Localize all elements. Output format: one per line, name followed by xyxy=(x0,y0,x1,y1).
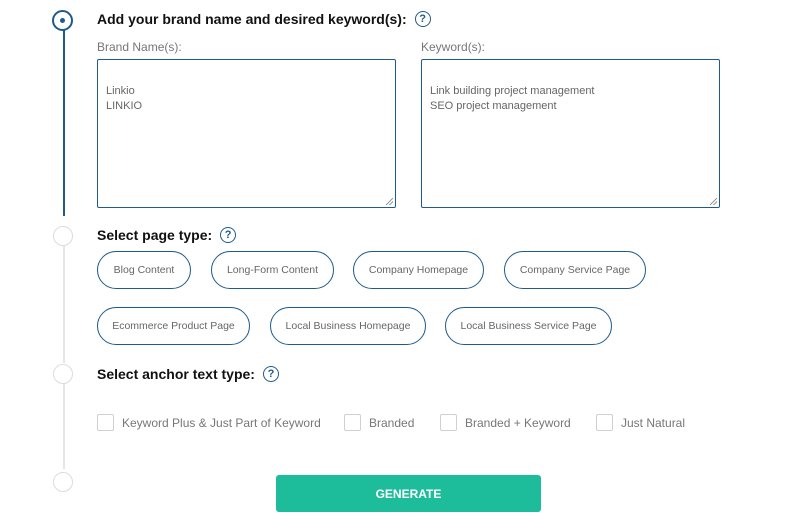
step-connector xyxy=(63,245,65,363)
active-step-dot xyxy=(60,18,65,23)
anchor-type-option[interactable]: Keyword Plus & Just Part of Keyword xyxy=(97,414,321,431)
step-connector-active xyxy=(63,28,65,216)
checkbox[interactable] xyxy=(344,414,361,431)
anchor-type-option[interactable]: Branded xyxy=(344,414,414,431)
step-3-indicator xyxy=(53,364,73,384)
section-title-text: Select page type: xyxy=(97,227,213,243)
anchor-type-option[interactable]: Just Natural xyxy=(596,414,685,431)
resize-grip-icon[interactable] xyxy=(710,198,717,205)
anchor-text-heading: Select anchor text type: ? xyxy=(97,366,279,382)
help-icon[interactable]: ? xyxy=(262,366,279,382)
keyword-label: Keyword(s): xyxy=(421,40,486,54)
anchor-type-option[interactable]: Branded + Keyword xyxy=(440,414,571,431)
keyword-textarea[interactable]: Link building project management SEO pro… xyxy=(421,59,720,208)
step-connector xyxy=(63,383,65,469)
section-title-text: Add your brand name and desired keyword(… xyxy=(97,11,407,27)
anchor-type-label: Branded + Keyword xyxy=(465,415,571,430)
step-2-indicator xyxy=(53,226,73,246)
resize-grip-icon[interactable] xyxy=(386,198,393,205)
brand-name-value: Linkio LINKIO xyxy=(106,85,143,112)
brand-name-label: Brand Name(s): xyxy=(97,40,182,54)
page-type-heading: Select page type: ? xyxy=(97,227,237,243)
brand-keywords-heading: Add your brand name and desired keyword(… xyxy=(97,11,431,27)
page-type-option[interactable]: Company Homepage xyxy=(353,251,484,289)
help-icon[interactable]: ? xyxy=(220,227,237,243)
brand-name-textarea[interactable]: Linkio LINKIO xyxy=(97,59,396,208)
generate-button[interactable]: GENERATE xyxy=(276,475,541,512)
anchor-type-label: Keyword Plus & Just Part of Keyword xyxy=(122,415,321,430)
page-type-option[interactable]: Company Service Page xyxy=(504,251,646,289)
page-type-option[interactable]: Local Business Homepage xyxy=(270,307,426,345)
page-type-option[interactable]: Long-Form Content xyxy=(211,251,334,289)
keyword-value: Link building project management SEO pro… xyxy=(430,85,595,112)
checkbox[interactable] xyxy=(440,414,457,431)
page-type-option[interactable]: Local Business Service Page xyxy=(445,307,612,345)
page-type-option[interactable]: Ecommerce Product Page xyxy=(97,307,250,345)
checkbox[interactable] xyxy=(596,414,613,431)
page-type-option[interactable]: Blog Content xyxy=(97,251,191,289)
step-4-indicator xyxy=(53,472,73,492)
section-title-text: Select anchor text type: xyxy=(97,366,255,382)
step-1-indicator xyxy=(52,10,73,31)
help-icon[interactable]: ? xyxy=(414,11,431,27)
anchor-type-label: Just Natural xyxy=(621,415,686,430)
checkbox[interactable] xyxy=(97,414,114,431)
anchor-type-label: Branded xyxy=(369,415,415,430)
